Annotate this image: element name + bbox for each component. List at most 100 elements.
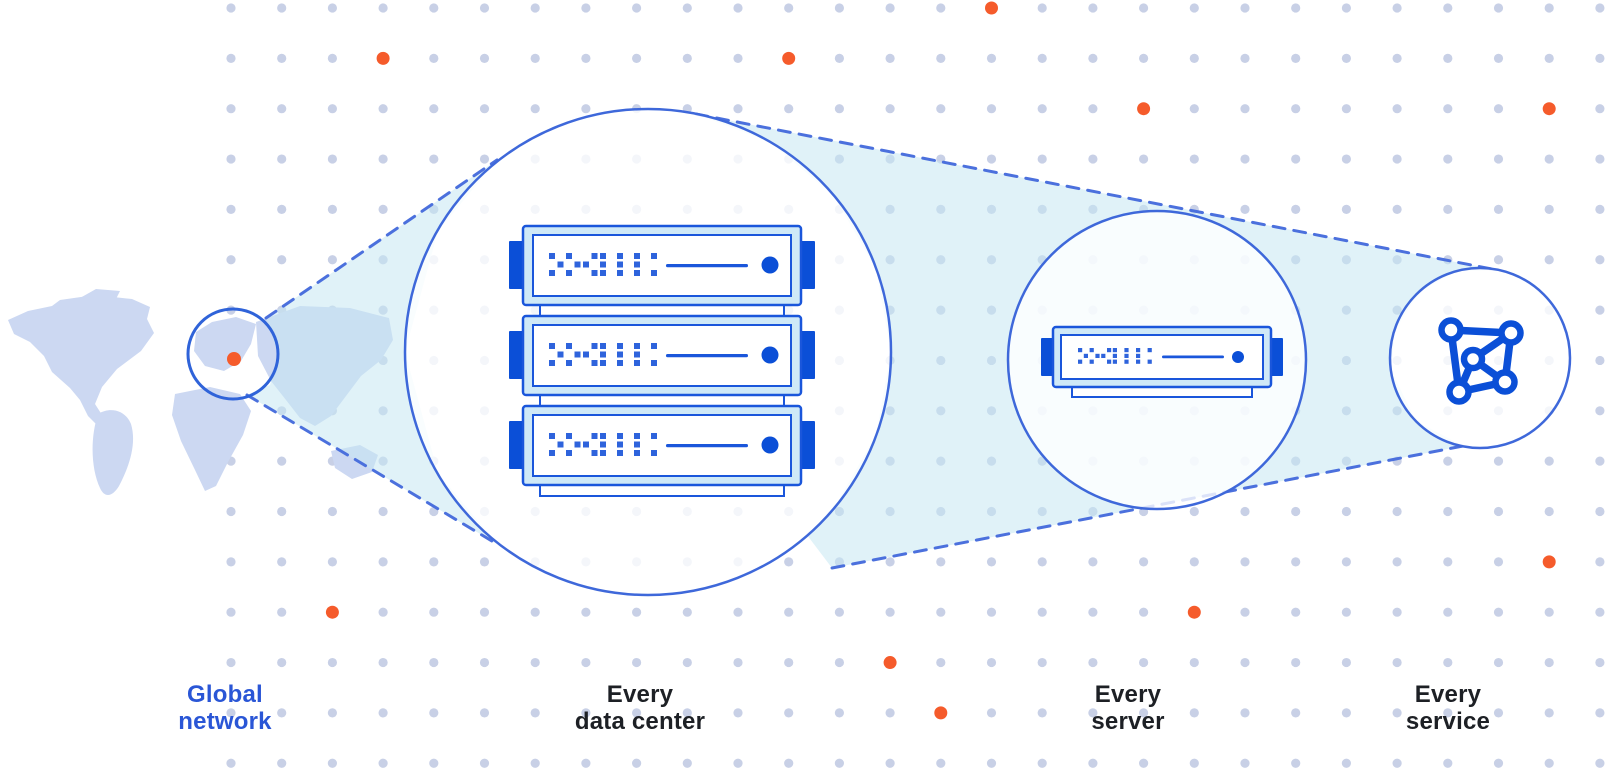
led-square xyxy=(651,450,657,456)
grid-dot xyxy=(632,758,642,768)
grid-dot xyxy=(1544,255,1554,265)
server-faceplate xyxy=(532,324,792,387)
grid-dot xyxy=(1240,557,1250,567)
grid-dot xyxy=(1189,3,1199,13)
grid-dot xyxy=(1291,104,1301,114)
accent-dot xyxy=(1187,605,1201,619)
led-square xyxy=(549,270,555,276)
grid-dot xyxy=(1443,607,1453,617)
grid-dot xyxy=(1341,204,1351,214)
grid-dot xyxy=(1189,557,1199,567)
led-square xyxy=(591,360,598,366)
grid-dot xyxy=(1392,204,1402,214)
server-power-dot xyxy=(761,436,779,454)
grid-dot xyxy=(277,456,287,466)
led-square xyxy=(634,343,640,349)
led-square xyxy=(617,253,623,259)
server-tab-right xyxy=(1270,338,1283,376)
grid-dot xyxy=(1392,154,1402,164)
server-power-dot xyxy=(761,256,779,274)
grid-dot xyxy=(1595,406,1605,416)
grid-dot xyxy=(1443,204,1453,214)
server-tab-right xyxy=(800,421,815,469)
grid-dot xyxy=(834,53,845,63)
led-square xyxy=(651,270,657,276)
grid-dot xyxy=(1291,154,1301,164)
led-square xyxy=(566,270,572,276)
led-square xyxy=(634,270,640,276)
grid-dot xyxy=(1240,104,1250,114)
grid-dot xyxy=(1544,456,1554,466)
europe-shape xyxy=(194,317,256,371)
grid-dot xyxy=(1139,657,1149,668)
led-square xyxy=(617,441,623,448)
grid-dot xyxy=(834,104,845,114)
led-square xyxy=(1112,359,1117,364)
grid-dot xyxy=(632,53,642,63)
region-circle xyxy=(186,307,280,401)
grid-dot xyxy=(784,708,794,718)
grid-dot xyxy=(581,104,591,114)
grid-dot xyxy=(277,104,287,114)
grid-dot xyxy=(1595,607,1605,617)
grid-dot xyxy=(1443,154,1453,164)
accent-dots xyxy=(325,1,1556,720)
led-square xyxy=(591,433,598,439)
grid-dot xyxy=(1341,506,1351,517)
server-slot-line xyxy=(666,354,748,358)
led-square xyxy=(549,433,555,439)
grid-dot xyxy=(1291,204,1301,214)
grid-dot xyxy=(682,53,692,63)
grid-dot xyxy=(530,607,540,617)
led-square xyxy=(1112,348,1117,353)
grid-dot xyxy=(429,3,439,13)
led-square xyxy=(1124,348,1129,353)
server-rack-unit xyxy=(509,224,815,307)
grid-dot xyxy=(733,657,743,668)
grid-dot xyxy=(733,607,743,617)
server-tab-left xyxy=(509,421,524,469)
grid-dot xyxy=(1493,204,1504,214)
grid-dot xyxy=(1341,557,1351,567)
grid-dot xyxy=(226,506,236,517)
grid-dot xyxy=(936,104,946,114)
led-square xyxy=(617,433,623,439)
led-square xyxy=(557,261,564,268)
grid-dot xyxy=(784,607,794,617)
led-square xyxy=(600,433,606,439)
led-square xyxy=(583,441,589,448)
grid-dot xyxy=(277,255,287,265)
grid-dot xyxy=(378,657,388,668)
grid-dot xyxy=(277,506,287,517)
led-square xyxy=(1136,353,1141,358)
led-square xyxy=(566,360,572,366)
grid-dot xyxy=(682,708,692,718)
accent-dot xyxy=(883,656,897,670)
grid-dot xyxy=(1139,557,1149,567)
grid-dot xyxy=(1544,506,1554,517)
grid-dot xyxy=(530,758,540,768)
led-square xyxy=(591,450,598,456)
led-square xyxy=(566,343,572,349)
grid-dot xyxy=(986,657,997,668)
grid-dot xyxy=(1037,104,1047,114)
server-faceplate xyxy=(532,414,792,477)
led-square xyxy=(634,360,640,366)
grid-dot xyxy=(327,708,337,718)
north-america-shape xyxy=(8,295,154,427)
grid-dot xyxy=(1189,506,1199,517)
grid-dot xyxy=(1341,3,1351,13)
grid-dot xyxy=(1341,607,1351,617)
led-square xyxy=(557,441,564,448)
grid-dot xyxy=(1595,154,1605,164)
grid-dot xyxy=(226,104,236,114)
server-slot-line xyxy=(666,264,748,268)
grid-dot xyxy=(1240,708,1250,718)
led-square xyxy=(651,343,657,349)
led-square xyxy=(1078,359,1083,364)
led-square xyxy=(1124,353,1129,358)
led-square xyxy=(574,261,581,268)
grid-dot xyxy=(429,104,439,114)
grid-dot xyxy=(1493,506,1504,517)
